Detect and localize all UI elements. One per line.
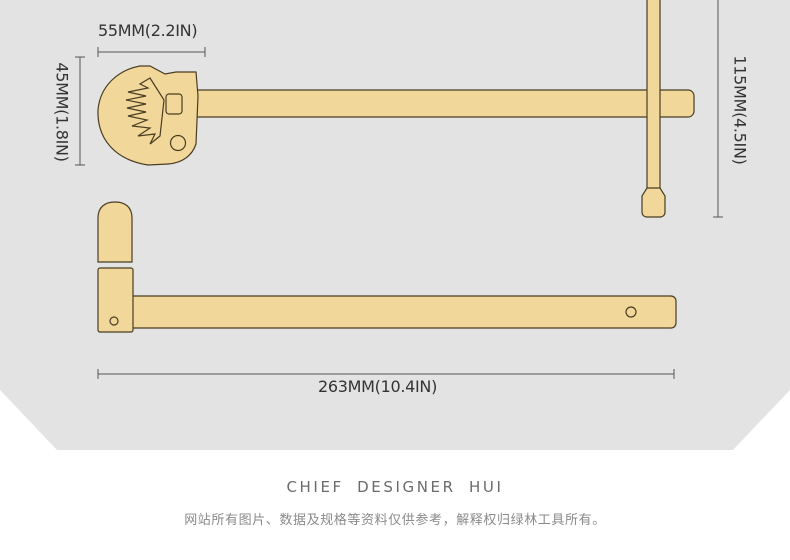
side-view-handle-hole bbox=[625, 306, 637, 318]
designer-credit: CHIEF DESIGNER HUI bbox=[286, 478, 504, 496]
wrench-pivot-hole bbox=[169, 134, 187, 152]
overall-length-label: 263MM(10.4IN) bbox=[318, 377, 438, 396]
wrench-collar bbox=[165, 93, 183, 115]
wrench-top-view bbox=[97, 65, 695, 166]
side-view-jaw-top bbox=[97, 201, 133, 263]
wrench-side-view bbox=[97, 201, 677, 333]
wrench-handle bbox=[167, 89, 695, 118]
side-view-rivet bbox=[109, 316, 119, 326]
wrench-side-handle bbox=[641, 0, 666, 218]
head-height-label: 45MM(1.8IN) bbox=[52, 62, 72, 162]
side-view-handle bbox=[127, 295, 677, 329]
side-handle-shaft bbox=[646, 0, 661, 196]
side-handle-foot bbox=[641, 187, 666, 218]
dimension-lines bbox=[75, 0, 723, 379]
wrench-jaw-teeth bbox=[125, 77, 165, 145]
disclaimer-note: 网站所有图片、数据及规格等资料仅供参考，解释权归绿林工具所有。 bbox=[184, 513, 606, 528]
handle-height-label: 115MM(4.5IN) bbox=[730, 55, 750, 165]
head-width-label: 55MM(2.2IN) bbox=[98, 21, 198, 40]
side-view-body bbox=[97, 267, 134, 333]
